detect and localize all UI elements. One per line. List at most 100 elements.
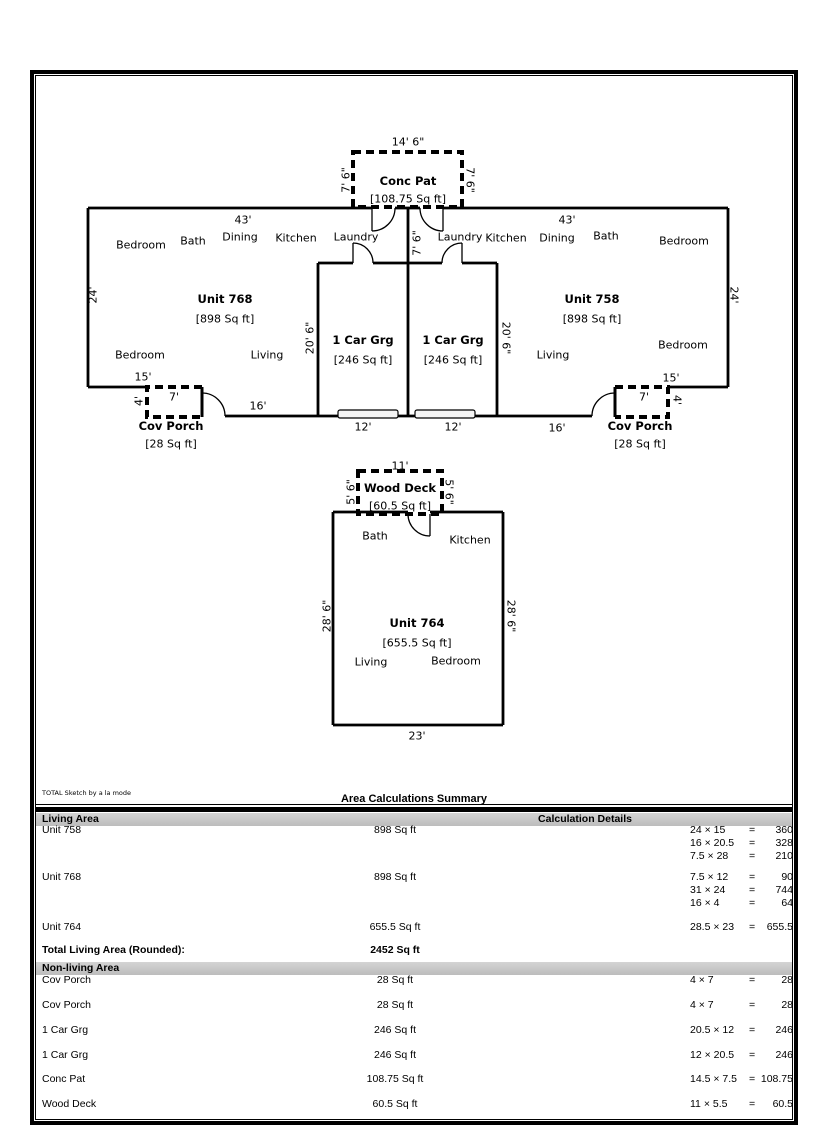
calc-expr: 16 × 4 bbox=[690, 897, 720, 909]
calc-expr: 7.5 × 12 bbox=[690, 871, 729, 883]
dim-bottom-left: 16' bbox=[249, 399, 267, 413]
calc-value: 744 bbox=[775, 884, 793, 896]
calc-value: 108.75 bbox=[760, 1073, 793, 1085]
wood-deck-area: [60.5 Sq ft] bbox=[368, 499, 432, 513]
calc-expr: 28.5 × 23 bbox=[690, 921, 735, 933]
calc-value: 360 bbox=[775, 824, 793, 836]
room-bedroom: Bedroom bbox=[659, 234, 709, 248]
unit-768-area: [898 Sq ft] bbox=[195, 312, 255, 326]
wood-deck-name: Wood Deck bbox=[363, 481, 437, 495]
row-area: 246 Sq ft bbox=[373, 1024, 417, 1036]
dim-right-depth: 24' bbox=[727, 286, 741, 304]
dim-top-left: 43' bbox=[234, 213, 252, 227]
room-laundry: Laundry bbox=[333, 230, 379, 244]
dim-porch-left-depth: 4' bbox=[132, 395, 146, 407]
patio-door-right-swing bbox=[419, 207, 444, 232]
dim-764-left: 28' 6" bbox=[320, 599, 334, 633]
total-living-value: 2452 Sq ft bbox=[370, 944, 420, 956]
row-name: Wood Deck bbox=[42, 1098, 97, 1110]
row-area: 898 Sq ft bbox=[373, 824, 417, 836]
equals-sign: = bbox=[749, 897, 756, 909]
row-name: Unit 768 bbox=[42, 871, 82, 883]
garage-right-name: 1 Car Grg bbox=[422, 333, 484, 347]
room-bedroom: Bedroom bbox=[115, 348, 165, 362]
cov-porch-left-name: Cov Porch bbox=[138, 419, 204, 433]
porch-door-right-swing bbox=[591, 392, 616, 417]
room-bath: Bath bbox=[362, 529, 388, 543]
dim-garage-door-right: 12' bbox=[444, 420, 462, 434]
exterior-walls bbox=[86, 206, 730, 418]
equals-sign: = bbox=[749, 837, 756, 849]
deck-door-swing bbox=[407, 513, 431, 537]
calc-expr: 14.5 × 7.5 bbox=[690, 1073, 737, 1085]
living-area-header-band bbox=[36, 813, 792, 826]
patio-door-left-swing bbox=[371, 207, 396, 232]
row-name: 1 Car Grg bbox=[42, 1024, 89, 1036]
row-area: 246 Sq ft bbox=[373, 1049, 417, 1061]
unit-768-name: Unit 768 bbox=[197, 292, 253, 306]
calc-value: 655.5 bbox=[766, 921, 793, 933]
equals-sign: = bbox=[749, 824, 756, 836]
equals-sign: = bbox=[749, 850, 756, 862]
laundry-door-right-swing bbox=[441, 242, 463, 264]
calc-expr: 16 × 20.5 bbox=[690, 837, 735, 849]
calc-expr: 24 × 15 bbox=[690, 824, 726, 836]
nonliving-area-header-band bbox=[36, 962, 792, 975]
table-top-bar bbox=[36, 807, 792, 812]
calc-value: 64 bbox=[781, 897, 793, 909]
calc-value: 90 bbox=[781, 871, 793, 883]
cov-porch-right-outline bbox=[615, 385, 670, 419]
calc-expr: 12 × 20.5 bbox=[690, 1049, 735, 1061]
calc-value: 60.5 bbox=[772, 1098, 793, 1110]
calc-expr: 7.5 × 28 bbox=[690, 850, 729, 862]
garage-right-area: [246 Sq ft] bbox=[423, 353, 483, 367]
calc-value: 28 bbox=[781, 999, 793, 1011]
laundry-door-left-swing bbox=[352, 242, 374, 264]
calculation-details-header: Calculation Details bbox=[538, 813, 632, 825]
wood-deck-outline bbox=[356, 469, 444, 516]
row-area: 60.5 Sq ft bbox=[372, 1098, 418, 1110]
dim-patio-width: 14' 6" bbox=[391, 135, 425, 149]
dim-bottom-right: 16' bbox=[548, 421, 566, 435]
room-kitchen: Kitchen bbox=[275, 231, 317, 245]
equals-sign: = bbox=[749, 871, 756, 883]
calc-expr: 20.5 × 12 bbox=[690, 1024, 735, 1036]
living-area-header: Living Area bbox=[42, 813, 99, 825]
room-bath: Bath bbox=[593, 229, 619, 243]
garage-door-right bbox=[414, 409, 476, 419]
unit-764-name: Unit 764 bbox=[389, 616, 445, 630]
row-area: 28 Sq ft bbox=[376, 999, 414, 1011]
dim-garage-door-left: 12' bbox=[354, 420, 372, 434]
software-brand-text: TOTAL Sketch by a la mode bbox=[42, 789, 132, 797]
calc-expr: 4 × 7 bbox=[690, 999, 714, 1011]
dim-bedroom-right: 15' bbox=[662, 371, 680, 385]
garage-left-area: [246 Sq ft] bbox=[333, 353, 393, 367]
room-dining: Dining bbox=[539, 231, 575, 245]
calc-value: 328 bbox=[775, 837, 793, 849]
row-name: Unit 758 bbox=[42, 824, 82, 836]
room-living: Living bbox=[354, 655, 388, 669]
dim-deck-width: 11' bbox=[391, 459, 409, 473]
cov-porch-right-area: [28 Sq ft] bbox=[614, 437, 666, 451]
cov-porch-left-outline bbox=[145, 385, 202, 419]
nonliving-area-header: Non-living Area bbox=[42, 962, 120, 974]
dim-porch-right-depth: 4' bbox=[670, 394, 684, 406]
calc-value: 246 bbox=[775, 1024, 793, 1036]
unit-758-area: [898 Sq ft] bbox=[562, 312, 622, 326]
room-bedroom: Bedroom bbox=[431, 654, 481, 668]
row-name: Conc Pat bbox=[42, 1073, 86, 1085]
conc-pat-outline bbox=[351, 150, 464, 209]
unit-758-name: Unit 758 bbox=[564, 292, 620, 306]
calc-value: 210 bbox=[775, 850, 793, 862]
calc-value: 246 bbox=[775, 1049, 793, 1061]
room-kitchen: Kitchen bbox=[449, 533, 491, 547]
dim-garage-left: 20' 6" bbox=[303, 321, 317, 355]
room-bedroom: Bedroom bbox=[658, 338, 708, 352]
page-border-frame bbox=[30, 70, 798, 1125]
dim-764-right: 28' 6" bbox=[504, 599, 518, 633]
conc-pat-area: [108.75 Sq ft] bbox=[369, 192, 447, 206]
dim-left-depth: 24' bbox=[86, 286, 100, 304]
cov-porch-left-area: [28 Sq ft] bbox=[145, 437, 197, 451]
equals-sign: = bbox=[749, 999, 756, 1011]
